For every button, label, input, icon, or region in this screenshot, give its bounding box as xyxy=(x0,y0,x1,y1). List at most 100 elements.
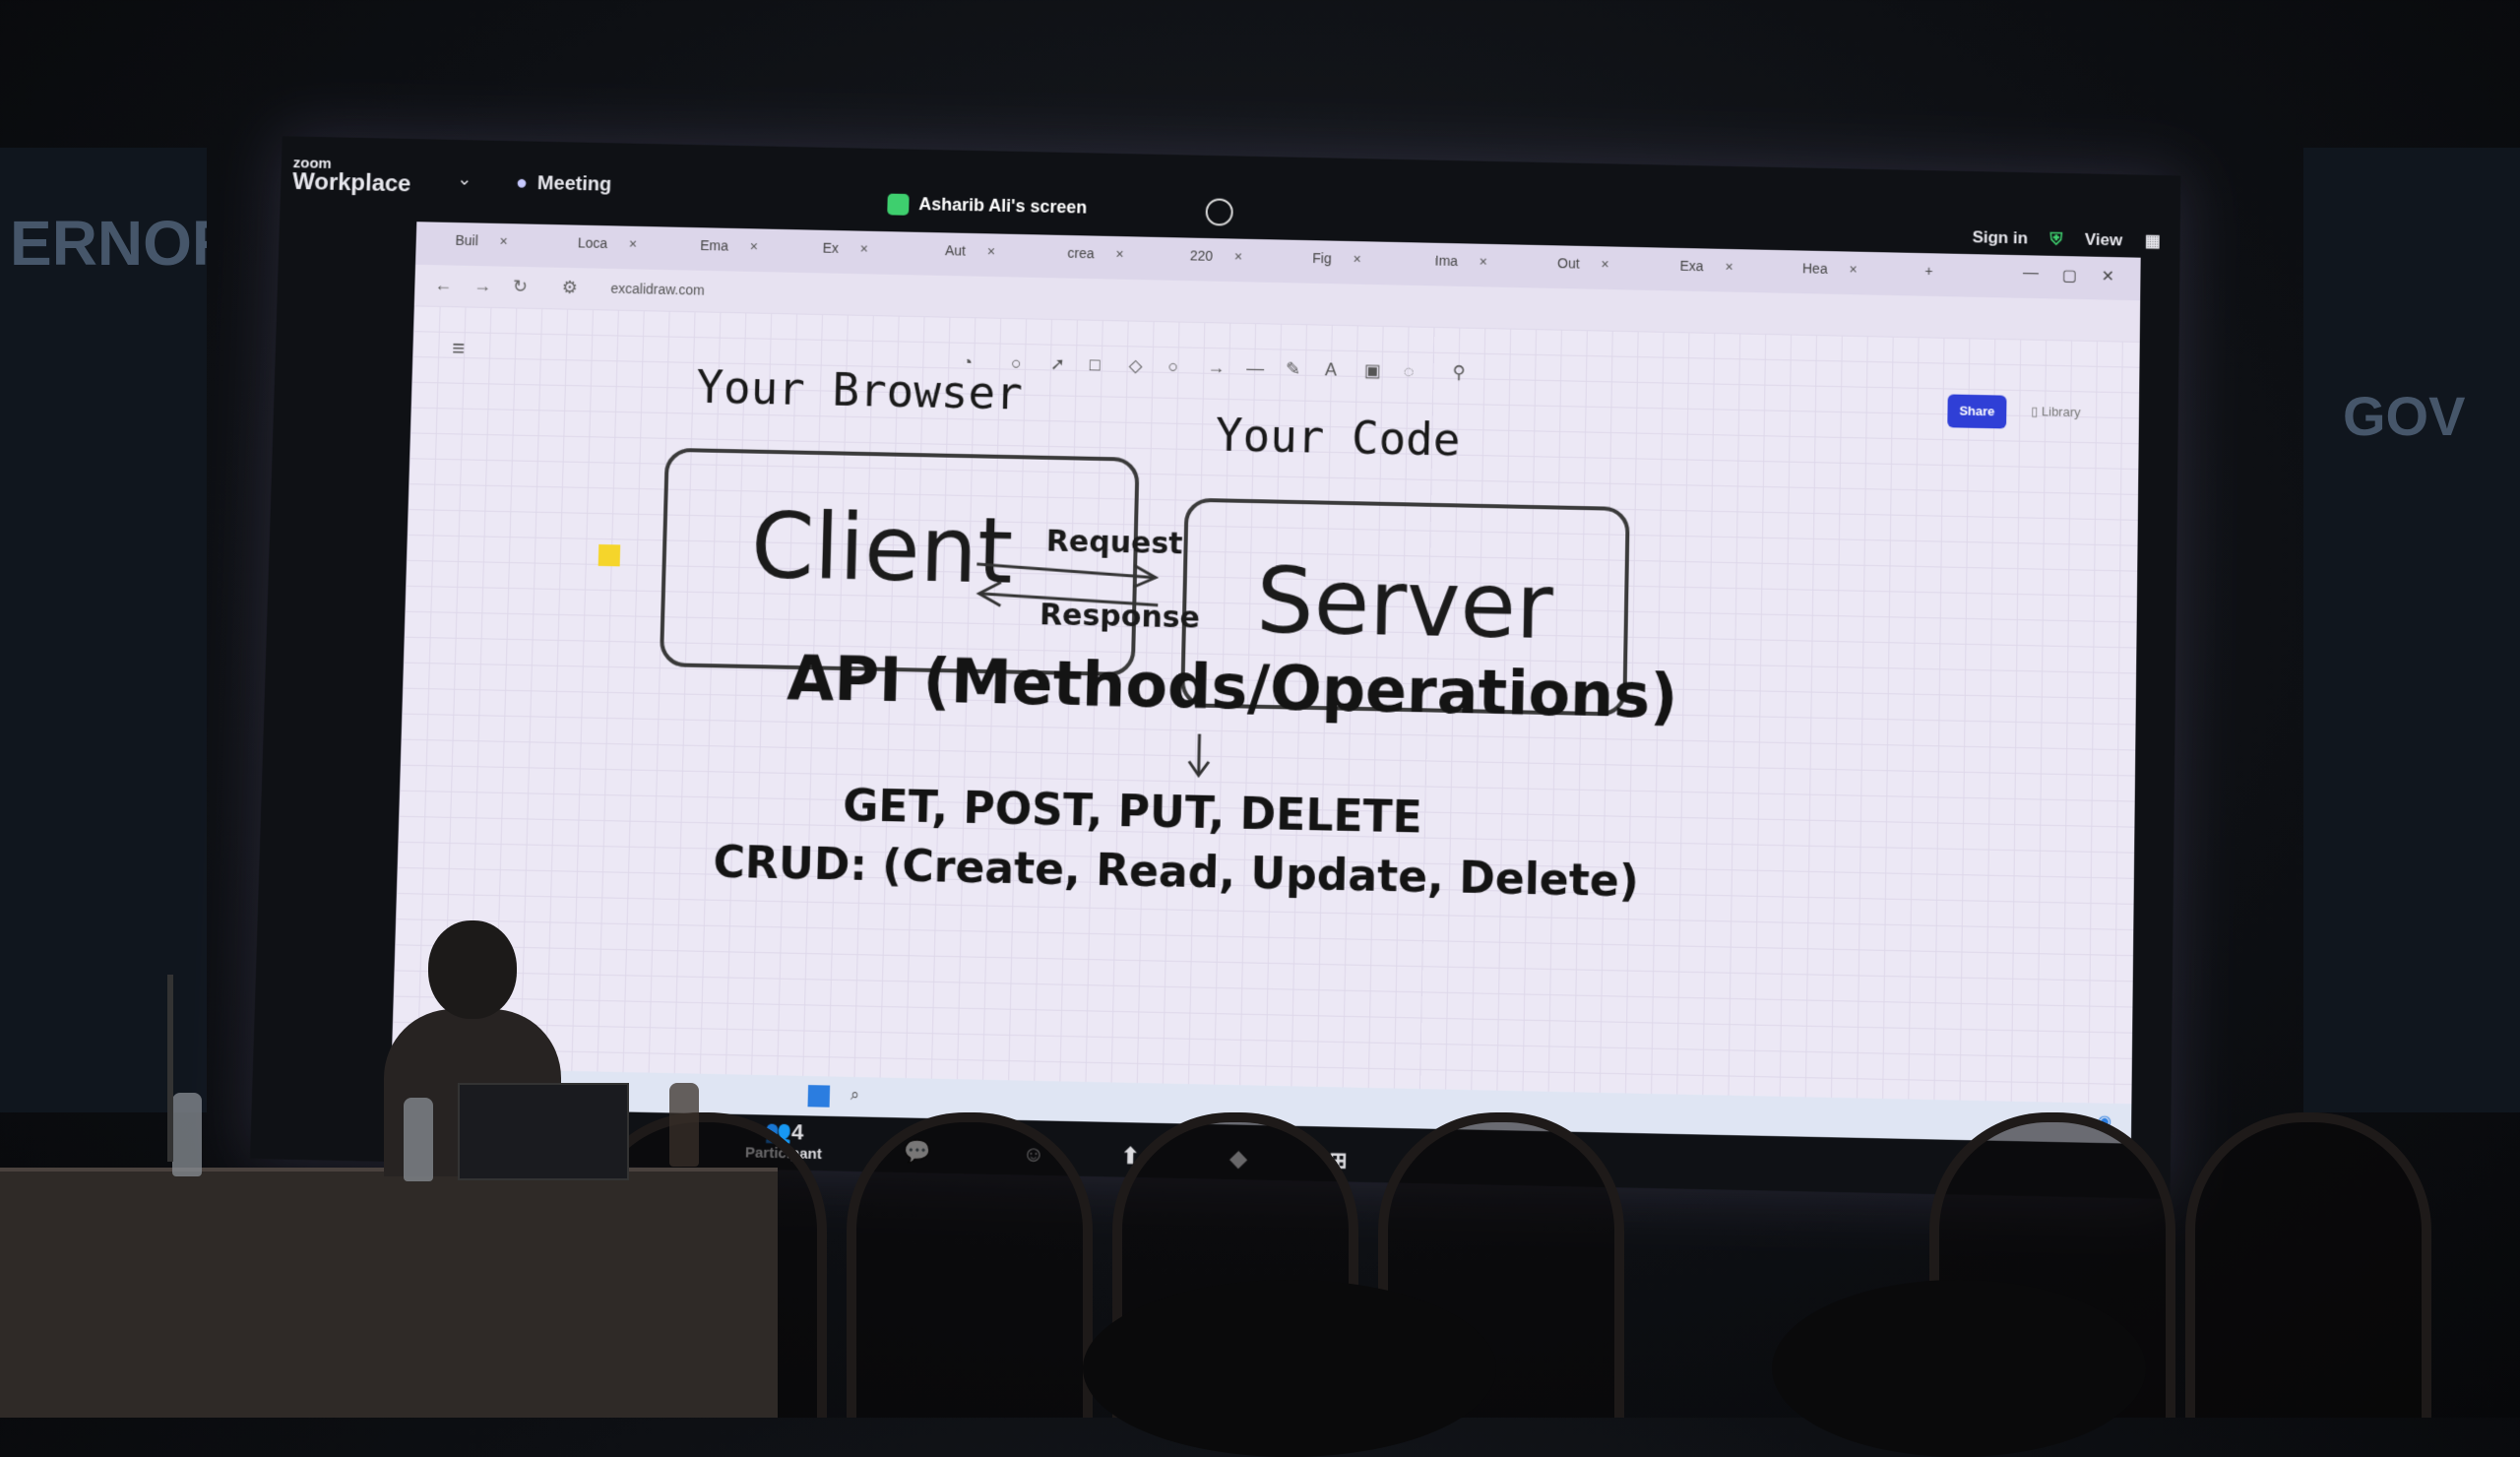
text-icon[interactable]: A xyxy=(1325,359,1337,380)
minimize-icon[interactable]: — xyxy=(2023,265,2039,283)
laptop xyxy=(458,1083,629,1180)
zoom-logo: zoom Workplace xyxy=(292,156,411,196)
diamond-icon[interactable]: ◇ xyxy=(1128,355,1142,376)
tab-8[interactable]: Fig × xyxy=(1312,250,1361,277)
back-icon[interactable]: ← xyxy=(434,275,453,295)
tab-label: Ema xyxy=(700,237,728,253)
menu-icon[interactable]: ≡ xyxy=(452,336,466,361)
down-arrow xyxy=(1199,734,1200,774)
http-methods-text: GET, POST, PUT, DELETE xyxy=(843,781,1423,843)
server-label: Server xyxy=(1255,548,1553,660)
tab-6[interactable]: crea × xyxy=(1067,245,1124,272)
line-icon[interactable]: — xyxy=(1246,358,1264,379)
close-icon[interactable]: × xyxy=(1115,246,1123,262)
new-tab-button[interactable]: + xyxy=(1924,263,1932,288)
close-icon[interactable]: × xyxy=(1601,256,1608,272)
sign-in-link[interactable]: Sign in xyxy=(1972,227,2028,247)
tab-1[interactable]: Buil× xyxy=(455,232,508,259)
close-icon[interactable]: × xyxy=(629,236,638,252)
tab-label: Exa xyxy=(1679,258,1703,274)
search-icon[interactable]: ⌕ xyxy=(850,1087,859,1105)
chair xyxy=(2185,1112,2431,1418)
extra-tools-icon[interactable]: ⚲ xyxy=(1452,362,1466,383)
arrow-icon[interactable]: → xyxy=(1207,357,1225,378)
tab-label: 220 xyxy=(1190,247,1214,263)
tab-3[interactable]: Ema × xyxy=(700,237,758,264)
browser-window: Buil× Loca × Ema × Ex × Aut × crea × 220 × Fig… xyxy=(390,222,2140,1143)
water-bottle xyxy=(404,1098,433,1181)
stop-share-icon[interactable] xyxy=(1205,198,1232,225)
view-button[interactable]: View xyxy=(2085,230,2122,250)
water-bottle xyxy=(172,1093,202,1176)
meeting-label: Meeting xyxy=(537,172,612,195)
response-label: Response xyxy=(1040,598,1201,635)
down-arrowhead xyxy=(1189,761,1209,775)
tab-label: Aut xyxy=(945,242,966,258)
rectangle-icon[interactable]: □ xyxy=(1090,354,1101,375)
select-icon[interactable]: ➚ xyxy=(1050,354,1066,375)
tab-label: Fig xyxy=(1312,250,1332,266)
yellow-note xyxy=(598,544,621,566)
ellipse-icon[interactable]: ○ xyxy=(1167,356,1178,377)
excalidraw-canvas[interactable]: ≡ ◔ ○ ➚ □ ◇ ○ → — ✎ A ▣ ◌ ⚲ Share ▯ Libr… xyxy=(390,305,2139,1143)
shield-icon: ⛨ xyxy=(2049,229,2062,248)
tab-7[interactable]: 220 × xyxy=(1190,247,1243,274)
label-your-code: Your Code xyxy=(1215,409,1461,467)
grid-icon[interactable]: ▦ xyxy=(2145,231,2161,250)
image-icon[interactable]: ▣ xyxy=(1364,360,1381,381)
meeting-button[interactable]: ● Meeting xyxy=(516,172,612,197)
zoom-logo-big: Workplace xyxy=(292,170,411,196)
maximize-icon[interactable]: ▢ xyxy=(2062,266,2077,285)
tab-12[interactable]: Hea× xyxy=(1802,260,1858,286)
label-your-browser: Your Browser xyxy=(696,360,1024,420)
tab-10[interactable]: Out × xyxy=(1557,255,1609,282)
tab-5[interactable]: Aut × xyxy=(945,242,996,269)
banner-text-right: GOV xyxy=(2343,384,2465,448)
close-icon[interactable]: × xyxy=(1849,261,1857,277)
tab-label: Loca xyxy=(578,235,608,251)
presenter-head xyxy=(428,920,517,1019)
close-icon[interactable]: × xyxy=(1480,254,1487,270)
close-icon[interactable]: × xyxy=(499,233,508,249)
participants-icon: ● xyxy=(516,172,529,194)
client-label: Client xyxy=(750,493,1015,603)
library-label: Library xyxy=(2042,404,2081,419)
chevron-down-icon[interactable]: ⌄ xyxy=(457,169,472,190)
library-button[interactable]: ▯ Library xyxy=(2031,404,2081,420)
share-indicator-label: Asharib Ali's screen xyxy=(918,194,1087,217)
flask xyxy=(669,1083,699,1167)
share-screen-icon xyxy=(887,194,909,216)
forward-icon[interactable]: → xyxy=(473,276,492,296)
tab-label: Ex xyxy=(822,240,839,256)
tab-label: Ima xyxy=(1435,253,1459,269)
pencil-icon[interactable]: ✎ xyxy=(1286,359,1300,380)
window-close-icon[interactable]: ✕ xyxy=(2102,267,2115,286)
audience-head xyxy=(1083,1280,1496,1457)
tab-4[interactable]: Ex × xyxy=(822,240,868,267)
url-field[interactable]: excalidraw.com xyxy=(610,281,705,298)
close-icon[interactable]: × xyxy=(1725,259,1732,275)
share-button[interactable]: Share xyxy=(1947,394,2006,428)
reload-icon[interactable]: ↻ xyxy=(513,277,529,297)
close-icon[interactable]: × xyxy=(750,238,759,254)
audience-head xyxy=(1772,1280,2146,1457)
site-info-icon[interactable]: ⚙ xyxy=(561,278,578,298)
tab-label: Out xyxy=(1557,255,1580,271)
tab-label: crea xyxy=(1067,245,1094,261)
presenter-table xyxy=(0,1168,778,1418)
close-icon[interactable]: × xyxy=(860,241,869,257)
screen-share-indicator[interactable]: Asharib Ali's screen xyxy=(887,194,1087,220)
windows-start-icon[interactable] xyxy=(807,1085,830,1108)
chair xyxy=(847,1112,1093,1418)
right-banner: GOV xyxy=(2303,148,2520,1112)
tab-9[interactable]: Ima × xyxy=(1434,253,1487,280)
request-label: Request xyxy=(1045,525,1182,562)
close-icon[interactable]: × xyxy=(1353,251,1360,267)
microphone-stand xyxy=(167,975,173,1162)
close-icon[interactable]: × xyxy=(1234,248,1242,264)
tab-2[interactable]: Loca × xyxy=(577,235,637,262)
eraser-icon[interactable]: ◌ xyxy=(1403,361,1414,382)
close-icon[interactable]: × xyxy=(987,243,996,259)
crud-text: CRUD: (Create, Read, Update, Delete) xyxy=(713,838,1639,908)
tab-11[interactable]: Exa × xyxy=(1679,258,1732,285)
